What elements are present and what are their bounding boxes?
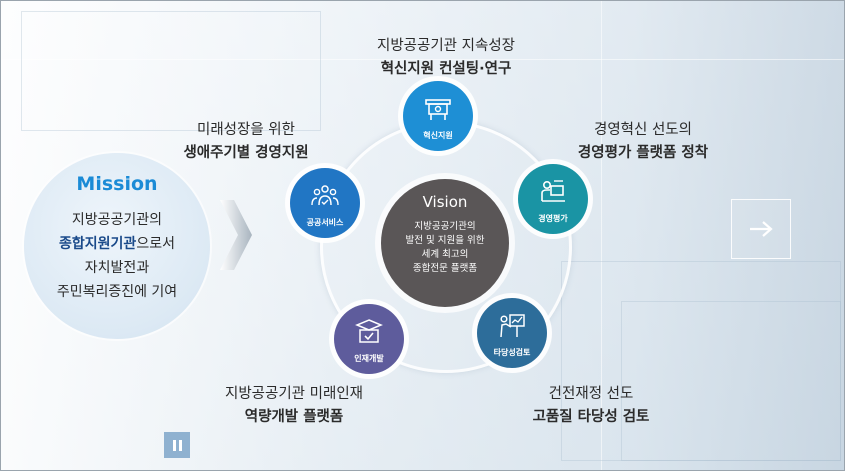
- bg-grid: [561, 261, 841, 461]
- caption-line: 미래성장을 위한: [197, 122, 295, 138]
- node-public-service[interactable]: 공공서비스: [290, 168, 360, 238]
- mission-title: Mission: [76, 173, 158, 195]
- vision-line-1: 지방공공기관의: [414, 221, 476, 232]
- bg-line: [1, 59, 844, 60]
- node-talent-development[interactable]: 인재개발: [334, 304, 404, 374]
- pause-icon-bar: [178, 439, 182, 451]
- mission-line-2-rest: 으로서: [136, 236, 175, 252]
- pause-button[interactable]: [164, 432, 190, 458]
- node-label: 공공서비스: [306, 218, 344, 227]
- node-label: 인재개발: [354, 354, 384, 363]
- mission-line-4: 주민복리증진에 기여: [56, 284, 178, 300]
- node-feasibility-review[interactable]: 타당성검토: [477, 298, 547, 368]
- caption-line: 경영혁신 선도의: [594, 122, 692, 138]
- bg-grid: [21, 11, 321, 131]
- people-icon: [311, 185, 339, 206]
- caption-left: 미래성장을 위한 생애주기별 경영지원: [151, 118, 341, 162]
- node-label: 경영평가: [538, 214, 568, 223]
- vision-line-4: 종합전문 플랫폼: [412, 263, 478, 274]
- caption-line: 지방공공기관 지속성장: [376, 38, 515, 54]
- caption-line-bold: 역량개발 플랫폼: [244, 409, 344, 425]
- caption-line: 지방공공기관 미래인재: [224, 386, 363, 402]
- vision-line-2: 발전 및 지원을 위한: [405, 235, 485, 246]
- graduation-icon: [355, 319, 383, 343]
- mission-highlight: 종합지원기관: [59, 236, 137, 252]
- mission-line-1: 지방공공기관의: [71, 212, 163, 228]
- bg-line: [601, 1, 602, 470]
- vision-circle: Vision 지방공공기관의 발전 및 지원을 위한 세계 최고의 종합전문 플…: [381, 179, 509, 307]
- caption-right: 경영혁신 선도의 경영평가 플랫폼 정착: [553, 118, 733, 162]
- mission-line-3: 자치발전과: [84, 260, 150, 276]
- next-slide-button[interactable]: [731, 199, 791, 259]
- caption-line-bold: 고품질 타당성 검토: [532, 409, 650, 425]
- caption-line: 건전재정 선도: [548, 386, 634, 402]
- presentation-icon: [500, 314, 525, 338]
- node-management-evaluation[interactable]: 경영평가: [518, 164, 588, 234]
- node-innovation-support[interactable]: 혁신지원: [403, 81, 473, 151]
- node-label: 타당성검토: [493, 348, 531, 357]
- chevron-right-icon: [220, 200, 252, 270]
- mission-circle: Mission 지방공공기관의 종합지원기관으로서 자치발전과 주민복리증진에 …: [24, 153, 210, 339]
- caption-line-bold: 생애주기별 경영지원: [183, 145, 309, 161]
- vision-line-3: 세계 최고의: [421, 249, 469, 260]
- caption-bottom-right: 건전재정 선도 고품질 타당성 검토: [501, 382, 681, 426]
- vision-title: Vision: [422, 193, 468, 211]
- caption-bottom-left: 지방공공기관 미래인재 역량개발 플랫폼: [184, 382, 404, 426]
- caption-top: 지방공공기관 지속성장 혁신지원 컨설팅·연구: [336, 34, 556, 78]
- arrow-right-icon: [750, 221, 773, 237]
- node-label: 혁신지원: [423, 131, 453, 140]
- caption-line-bold: 경영평가 플랫폼 정착: [577, 145, 709, 161]
- pause-icon: [172, 439, 176, 451]
- bg-grid: [621, 301, 841, 461]
- mission-line-2: 종합지원기관으로서: [24, 233, 210, 253]
- desk-icon: [425, 99, 451, 120]
- laptop-user-icon: [541, 180, 565, 202]
- caption-line-bold: 혁신지원 컨설팅·연구: [380, 61, 512, 77]
